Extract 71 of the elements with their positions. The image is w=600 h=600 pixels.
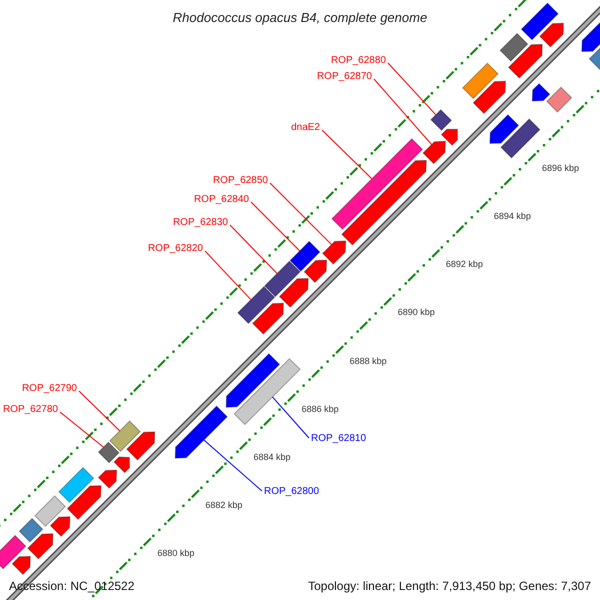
- gene-feature: [304, 260, 328, 284]
- leader-line: [374, 78, 432, 145]
- scale-label: 6890 kbp: [398, 307, 435, 318]
- gene-feature: [539, 22, 564, 48]
- scale-label: 6892 kbp: [446, 259, 483, 270]
- gene-label: ROP_62850: [212, 175, 268, 186]
- gene-label: ROP_62820: [148, 243, 203, 254]
- gene-label: dnaE2: [291, 122, 320, 133]
- gene-label: ROP_62810: [311, 433, 366, 444]
- leader-line: [78, 390, 120, 432]
- gene-feature: [500, 32, 528, 62]
- gene-feature: [66, 485, 102, 520]
- gene-label: ROP_62780: [2, 404, 58, 415]
- gene-feature: [34, 495, 66, 527]
- leader-line: [60, 412, 104, 448]
- scale-label: 6896 kbp: [542, 163, 580, 174]
- gene-feature: [546, 86, 572, 113]
- gene-feature: [174, 405, 228, 459]
- gene-feature: [322, 240, 346, 265]
- gene-feature: [18, 518, 44, 543]
- gene-feature: [462, 62, 499, 100]
- gene-label: ROP_62800: [264, 486, 320, 497]
- gene-feature: [27, 533, 54, 560]
- gene-feature: [341, 160, 427, 246]
- gene-label: ROP_62870: [316, 71, 372, 82]
- gene-feature: [98, 442, 120, 464]
- gene-feature: [226, 353, 280, 408]
- gene-feature: [264, 260, 301, 298]
- leader-line: [322, 130, 372, 180]
- gene-feature: [500, 118, 540, 159]
- gene-feature: [98, 470, 118, 489]
- gene-feature: [430, 109, 452, 131]
- gene-feature: [508, 44, 543, 79]
- leader-line: [203, 440, 262, 492]
- gene-label: ROP_62830: [172, 217, 228, 228]
- gene-feature: [12, 556, 31, 576]
- leader-line: [250, 202, 300, 252]
- gene-feature: [237, 286, 276, 324]
- gene-feature: [532, 83, 550, 102]
- gene-feature: [290, 240, 320, 272]
- leader-line: [230, 224, 278, 274]
- genome-summary-text: Topology: linear; Length: 7,913,450 bp; Genes: 7,307: [307, 579, 592, 593]
- gene-label: ROP_62880: [330, 55, 386, 66]
- gene-feature: [520, 2, 559, 40]
- scale-label: 6886 kbp: [302, 404, 339, 414]
- gene-feature: [109, 420, 141, 452]
- gene-feature: [472, 80, 506, 114]
- leader-line: [272, 396, 310, 438]
- leader-line: [388, 62, 436, 116]
- gene-feature: [0, 534, 26, 570]
- scale-label: 6882 kbp: [205, 500, 242, 510]
- gene-label: ROP_62840: [194, 194, 249, 205]
- scale-label: 6894 kbp: [494, 211, 531, 222]
- gene-feature: [440, 128, 458, 146]
- gene-feature: [113, 456, 130, 474]
- gene-feature: [252, 302, 284, 335]
- scale-label: 6888 kbp: [350, 356, 387, 366]
- gene-feature: [126, 431, 156, 461]
- title: Rhodococcus opacus B4, complete genome: [172, 10, 428, 25]
- scale-label: 6884 kbp: [253, 452, 291, 462]
- leader-line: [270, 182, 332, 246]
- gene-feature: [50, 516, 70, 537]
- gene-feature: [422, 140, 446, 164]
- scale-label: 6880 kbp: [157, 548, 194, 558]
- gene-feature: [234, 358, 301, 426]
- gene-feature: [331, 138, 424, 230]
- gene-feature: [489, 114, 520, 144]
- leader-line: [204, 250, 252, 300]
- gene-label: ROP_62790: [22, 383, 77, 394]
- gene-feature: [278, 278, 309, 308]
- gene-feature: [58, 466, 94, 503]
